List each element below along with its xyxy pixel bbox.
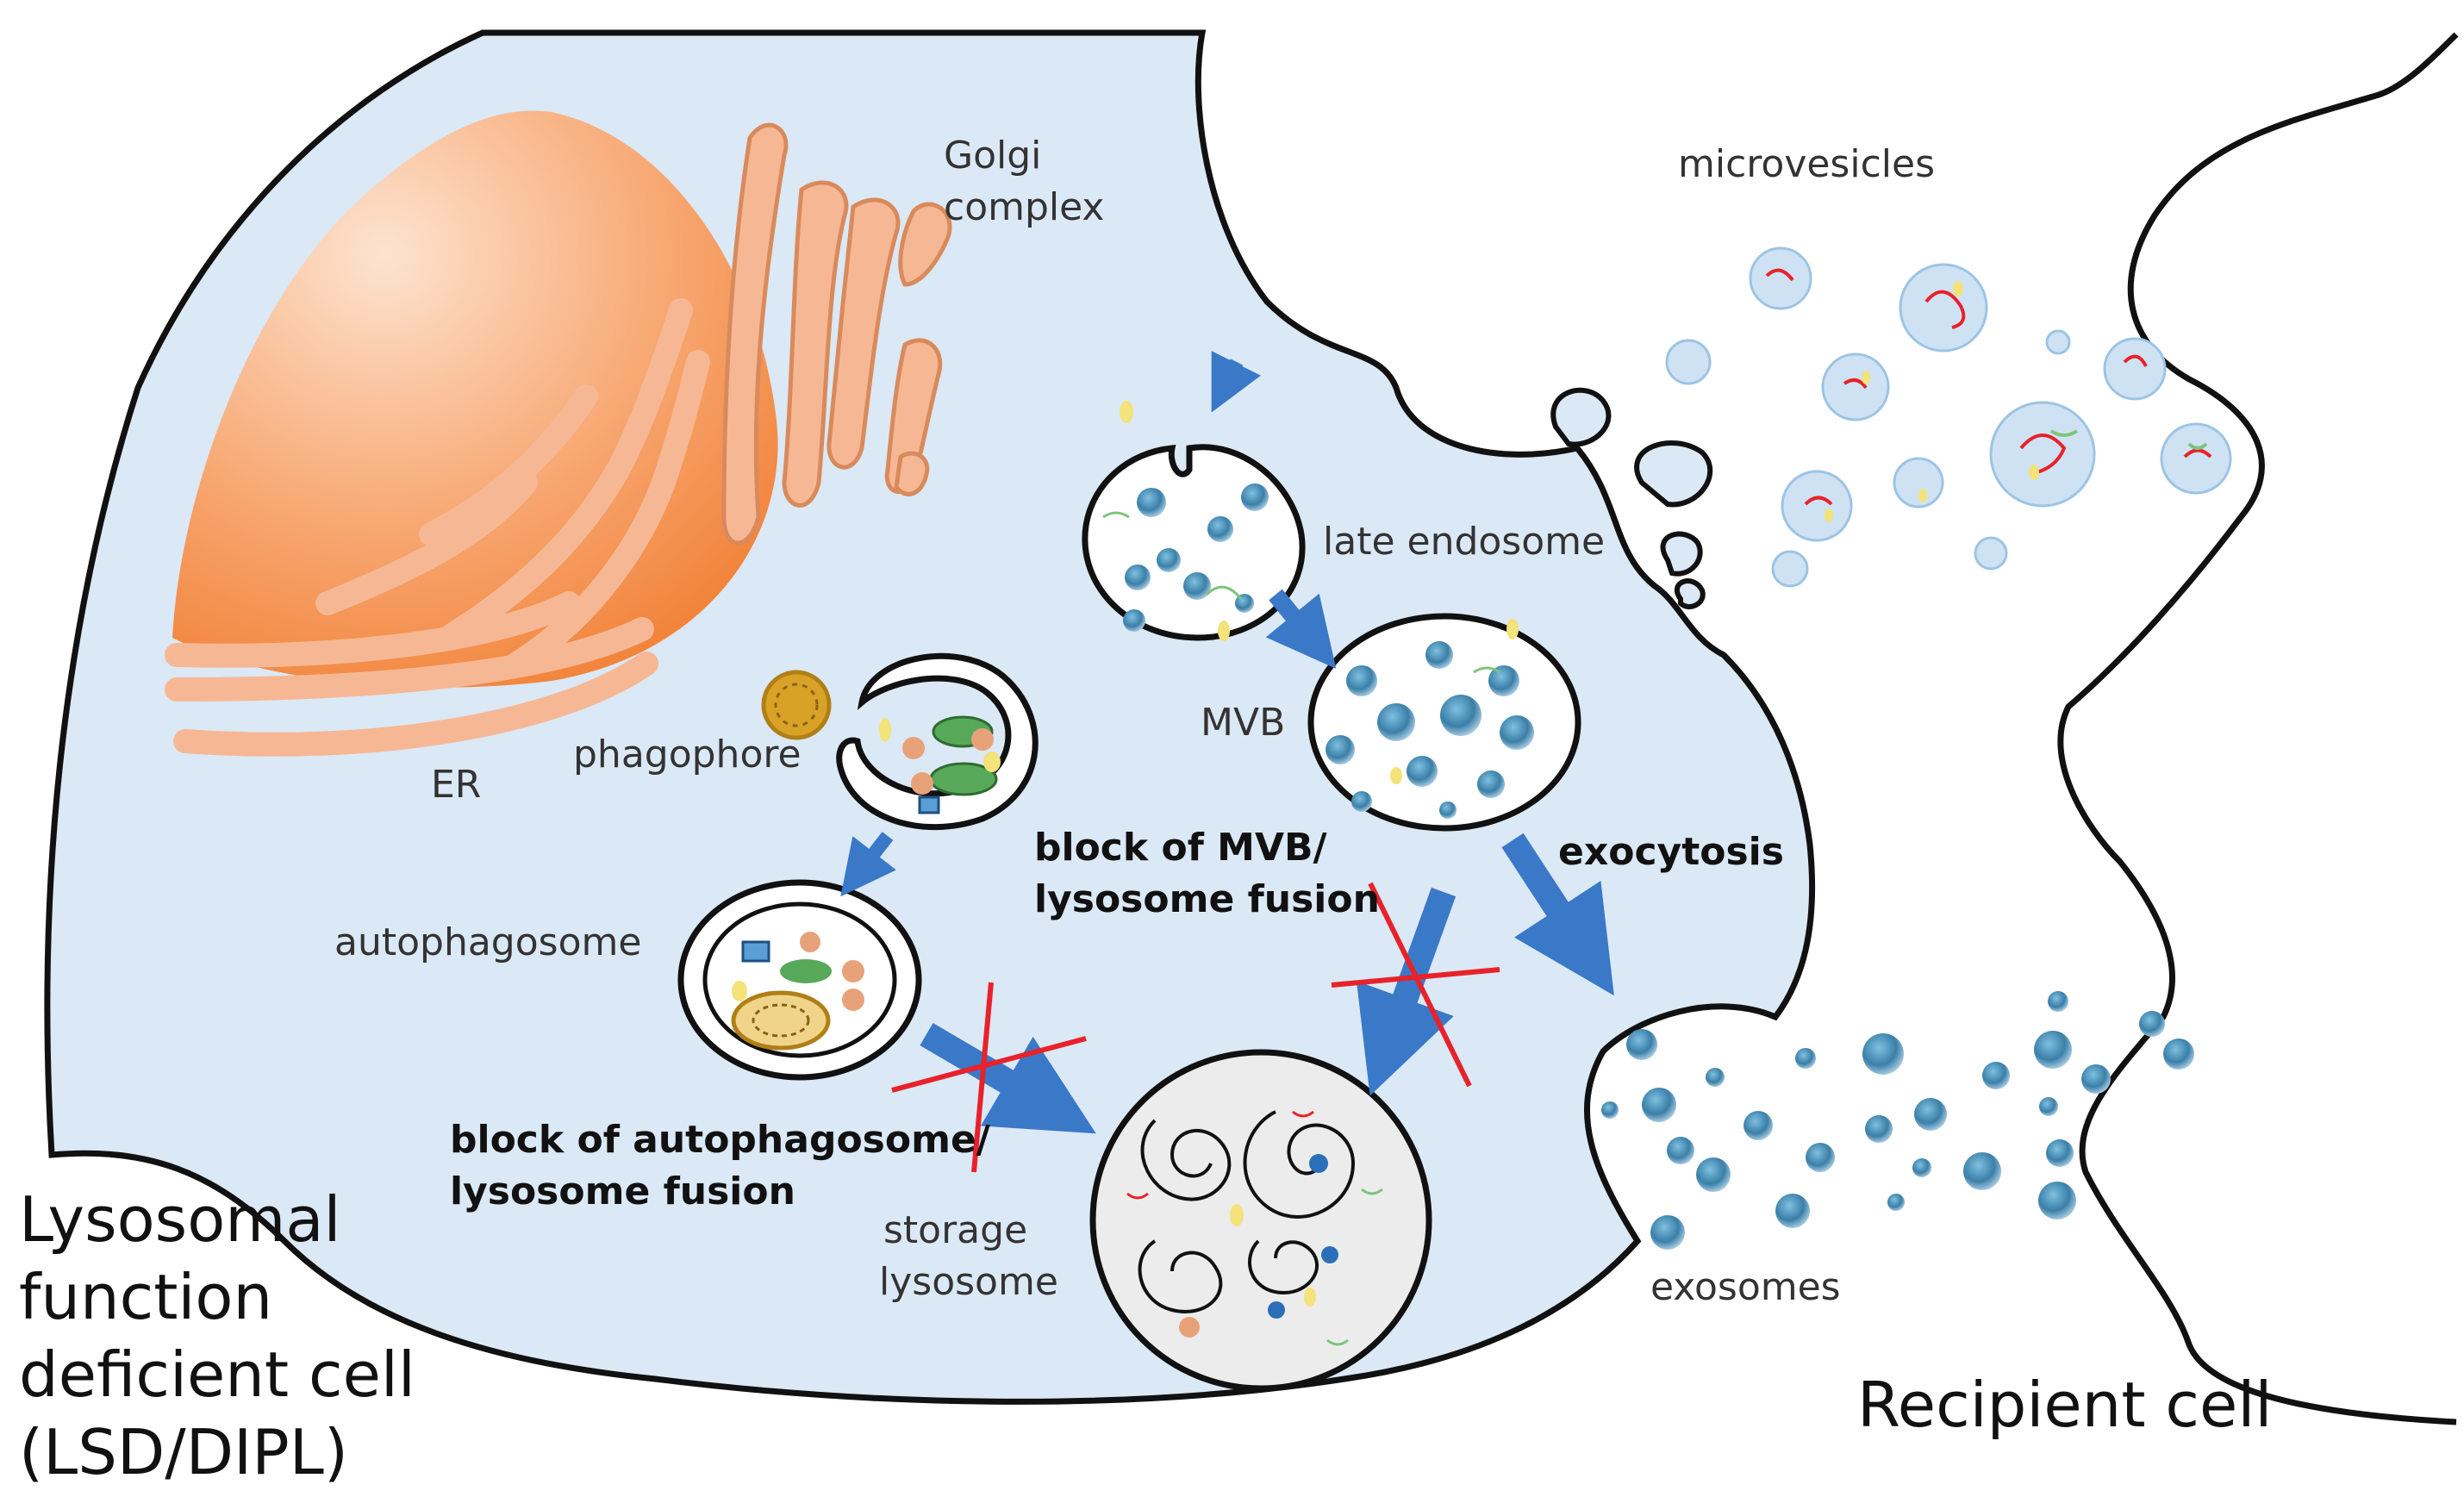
exocytosis-label: exocytosis	[1558, 830, 1784, 874]
microvesicles	[1665, 246, 2232, 588]
endoplasmic-reticulum	[165, 298, 710, 757]
late-endosome	[1082, 401, 1306, 641]
block-cross-autophagosome	[891, 982, 1087, 1173]
pathway-arrows	[840, 351, 1614, 1134]
microvesicles-label: microvesicles	[1678, 142, 1935, 186]
membrane-buds	[1550, 387, 1713, 609]
autophagosome	[677, 879, 922, 1081]
golgi-complex	[721, 122, 952, 546]
exosomes	[1601, 991, 2194, 1250]
phagophore	[836, 652, 1039, 831]
golgi-label-1: Golgi	[944, 134, 1041, 178]
er-label: ER	[431, 763, 481, 807]
donor-cell-label-4: (LSD/DIPL)	[19, 1416, 348, 1488]
phagophore-label: phagophore	[573, 733, 802, 777]
storage-lysosome	[1089, 1049, 1432, 1392]
donor-cell-label-1: Lysosomal	[19, 1183, 341, 1256]
block-auto-label-2: lysosome fusion	[450, 1170, 795, 1213]
mvb-label: MVB	[1201, 701, 1285, 745]
late-endosome-label: late endosome	[1323, 520, 1605, 564]
exosomes-label: exosomes	[1650, 1265, 1841, 1309]
storage-label-2: lysosome	[879, 1260, 1058, 1304]
block-mvb-label-1: block of MVB/	[1034, 826, 1328, 870]
recipient-cell-label: Recipient cell	[1857, 1369, 2272, 1441]
donor-cell-label-3: deficient cell	[19, 1338, 415, 1411]
block-auto-label-1: block of autophagosome/	[450, 1118, 991, 1162]
recipient-cell-membrane	[2057, 32, 2459, 1425]
block-mvb-label-2: lysosome fusion	[1034, 877, 1380, 921]
mitochondrion-small	[761, 670, 832, 740]
block-cross-mvb	[1331, 882, 1500, 1088]
storage-label-1: storage	[883, 1208, 1027, 1252]
donor-cell-label-2: function	[19, 1261, 272, 1333]
autophagosome-label: autophagosome	[334, 920, 641, 964]
golgi-label-2: complex	[944, 185, 1104, 229]
mvb	[1307, 613, 1581, 832]
